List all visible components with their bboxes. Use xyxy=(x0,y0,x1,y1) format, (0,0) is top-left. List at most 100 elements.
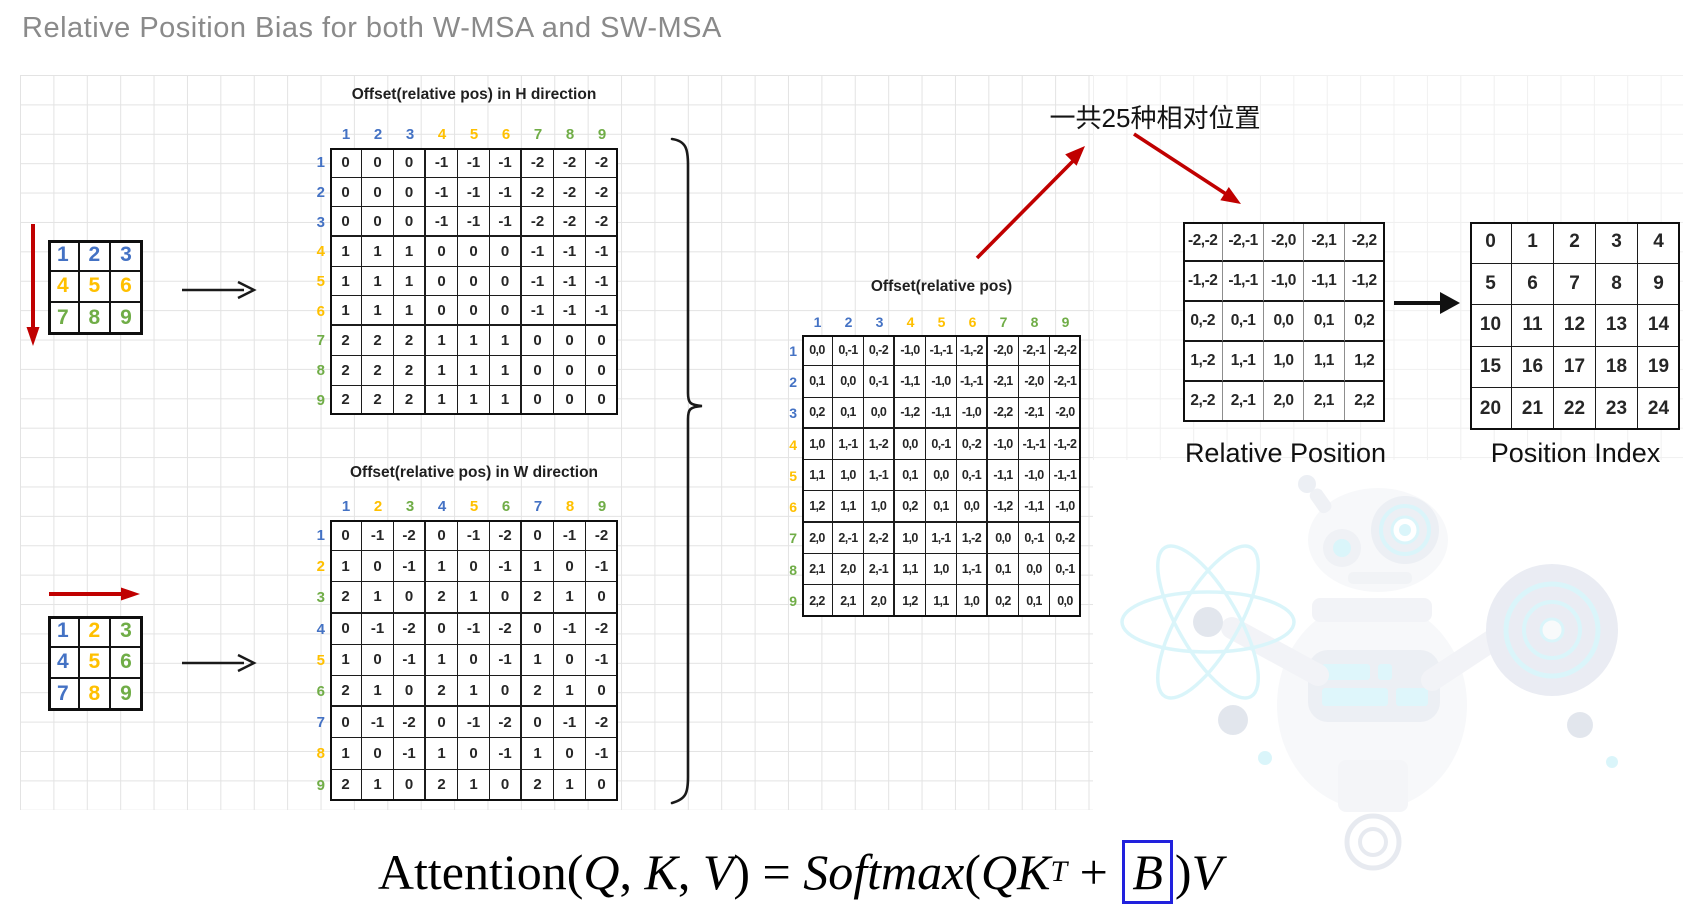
row-header: 6 xyxy=(789,499,797,516)
table-cell: 1,1 xyxy=(833,491,864,523)
grid-cell: 3 xyxy=(111,240,143,272)
table-cell: -2,1 xyxy=(1304,222,1345,262)
table-cell: 0,-2 xyxy=(1183,302,1224,342)
grid-cell: 5 xyxy=(79,271,112,304)
table-cell: 6 xyxy=(1512,263,1554,306)
table-cell: -2,1 xyxy=(988,366,1019,398)
table-cell: -1,-1 xyxy=(1223,262,1264,302)
table-cell: 1 xyxy=(522,644,554,676)
table-cell: 0 xyxy=(586,355,618,386)
table-cell: 0 xyxy=(458,296,490,327)
table-cell: 0 xyxy=(394,207,426,238)
row-header: 2 xyxy=(789,373,797,390)
table-cell: 0,-2 xyxy=(1050,522,1081,555)
table-cell: 10 xyxy=(1470,305,1512,347)
table-cell: 1,2 xyxy=(1344,342,1385,382)
table-cell: -1,1 xyxy=(926,397,957,429)
table-cell: 0 xyxy=(458,266,490,297)
row-header: 7 xyxy=(316,714,325,732)
w-table-title: Offset(relative pos) in W direction xyxy=(349,464,599,481)
table-cell: 2,1 xyxy=(1304,382,1345,422)
table-cell: 2 xyxy=(362,385,394,416)
table-cell: 19 xyxy=(1638,346,1680,389)
table-cell: -2,0 xyxy=(1019,366,1050,398)
table-cell: 0,1 xyxy=(833,397,864,429)
table-cell: -1,2 xyxy=(1344,262,1385,302)
table-cell: -2,0 xyxy=(988,335,1019,367)
table-cell: 2 xyxy=(394,355,426,386)
table-cell: 0 xyxy=(330,707,362,739)
table-cell: 1 xyxy=(330,266,362,297)
table-cell: -1 xyxy=(586,738,618,770)
table-cell: -1 xyxy=(554,266,586,297)
table-cell: -1 xyxy=(554,707,586,739)
table-cell: 2,2 xyxy=(802,585,833,617)
col-header: 2 xyxy=(373,125,383,143)
table-cell: -1 xyxy=(426,148,458,178)
table-cell: 1 xyxy=(362,296,394,327)
table-cell: 5 xyxy=(1470,263,1512,306)
col-header: 1 xyxy=(341,497,351,515)
red-down-arrow xyxy=(26,224,40,346)
table-cell: -1 xyxy=(458,707,490,739)
table-cell: 1 xyxy=(362,237,394,267)
table-cell: 0,1 xyxy=(988,554,1019,586)
col-header: 7 xyxy=(533,497,543,515)
table-cell: 1 xyxy=(522,738,554,770)
col-header: 5 xyxy=(469,497,479,515)
table-cell: -1 xyxy=(586,296,618,327)
row-header: 1 xyxy=(789,342,797,359)
table-cell: 7 xyxy=(1554,263,1596,306)
table-cell: 2 xyxy=(394,385,426,416)
annotation-25-relative-positions: 一共25种相对位置 xyxy=(1049,103,1261,133)
table-cell: 1 xyxy=(426,355,458,386)
table-cell: -1 xyxy=(554,237,586,267)
table-cell: 1 xyxy=(490,385,522,416)
table-cell: 1 xyxy=(394,266,426,297)
formula-part: Softmax xyxy=(803,844,965,900)
table-cell: 2,0 xyxy=(833,554,864,586)
col-header: 8 xyxy=(1030,314,1039,330)
table-cell: 0 xyxy=(458,644,490,676)
table-cell: 0 xyxy=(458,237,490,267)
table-cell: 2,0 xyxy=(1263,382,1305,422)
table-cell: 0 xyxy=(554,326,586,356)
table-cell: 0 xyxy=(586,675,618,708)
table-cell: -1 xyxy=(490,551,522,583)
table-cell: 0 xyxy=(554,738,586,770)
black-right-arrow xyxy=(182,280,257,300)
table-cell: -1 xyxy=(394,738,426,770)
table-cell: 1,2 xyxy=(802,491,833,523)
table-cell: 0,-1 xyxy=(926,428,957,461)
table-cell: 0,1 xyxy=(1304,302,1345,342)
table-cell: 1,1 xyxy=(1304,342,1345,382)
table-cell: 1 xyxy=(458,769,490,801)
table-cell: -1,0 xyxy=(988,428,1019,461)
table-cell: -2 xyxy=(586,207,618,238)
formula-part: Attention( xyxy=(377,844,584,900)
col-header: 9 xyxy=(1061,314,1070,330)
table-cell: 0,2 xyxy=(802,397,833,429)
table-cell: 1 xyxy=(554,675,586,708)
table-cell: 14 xyxy=(1638,305,1680,347)
table-cell: 0,1 xyxy=(895,460,926,492)
table-cell: 0,1 xyxy=(926,491,957,523)
table-cell: 1,-1 xyxy=(957,554,988,586)
table-cell: 0 xyxy=(1470,222,1512,264)
table-cell: 1,-1 xyxy=(864,460,895,492)
page-title: Relative Position Bias for both W-MSA an… xyxy=(22,12,722,44)
table-cell: -2,0 xyxy=(1263,222,1305,262)
table-cell: 8 xyxy=(1596,263,1638,306)
table-cell: 0 xyxy=(490,769,522,801)
table-cell: -1 xyxy=(586,551,618,583)
table-cell: -1,1 xyxy=(1304,262,1345,302)
table-cell: 18 xyxy=(1596,346,1638,389)
table-cell: 2 xyxy=(522,769,554,801)
table-cell: 1 xyxy=(362,582,394,614)
formula-part: ( xyxy=(964,844,982,900)
table-cell: -1,0 xyxy=(1263,262,1305,302)
